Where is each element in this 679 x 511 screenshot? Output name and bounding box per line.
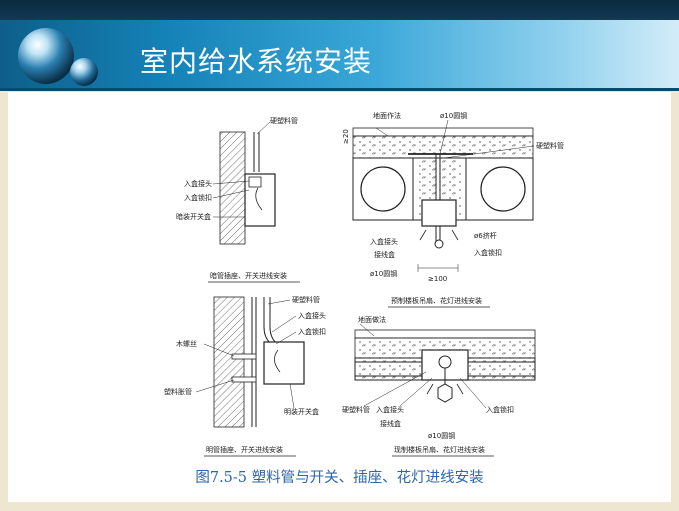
hook-ring <box>434 239 444 249</box>
plastic-plug-shape <box>231 376 257 383</box>
figure-caption: 图7.5-5 塑料管与开关、插座、花灯进线安装 <box>195 470 484 486</box>
caption-top-right: 预制楼板吊扇、花灯进线安装 <box>391 296 482 305</box>
label-steel-bar-2: ø10圆钢 <box>370 269 397 278</box>
floor-layer-br <box>354 329 536 339</box>
hook-shape-br <box>437 383 453 403</box>
top-bar <box>0 0 679 20</box>
label-floor-method-br: 地面做法 <box>358 315 386 324</box>
panel-bottom-right: 地面做法 硬塑料管 入盒接头 入盒锁扣 接线盒 ø10圆钢 现制楼板吊扇、花灯进… <box>342 315 536 457</box>
box-joint-shape <box>248 176 262 188</box>
slide-title: 室内给水系统安装 <box>140 45 373 78</box>
header-banner <box>0 20 679 88</box>
label-plastic-plug: 塑料胀管 <box>164 387 192 396</box>
label-lock-nut-br: 入盒锁扣 <box>486 405 514 414</box>
label-wood-screw: 木螺丝 <box>176 339 197 348</box>
wall-section-bl <box>213 296 245 428</box>
label-steel-bar-br: ø10圆钢 <box>428 431 455 440</box>
label-junction-box: 接线盒 <box>374 250 395 259</box>
header-divider <box>0 88 679 91</box>
label-box-joint-tr: 入盒接头 <box>370 237 398 246</box>
wire-curve <box>255 187 263 211</box>
label-dim-100: ≥100 <box>428 275 447 283</box>
label-box-joint: 入盒接头 <box>184 179 212 188</box>
label-switch-box: 暗装开关盒 <box>176 212 211 221</box>
label-surface-box: 明装开关盒 <box>284 407 319 416</box>
caption-bottom-left: 明管插座、开关进线安装 <box>206 445 283 454</box>
wall-section <box>219 131 246 245</box>
slab-hollow-right <box>480 166 526 212</box>
label-pipe-bl: 硬塑料管 <box>292 295 320 304</box>
label-lock-nut: 入盒锁扣 <box>184 193 212 202</box>
label-junction-box-br: 接线盒 <box>380 419 401 428</box>
label-box-joint-br: 入盒接头 <box>376 405 404 414</box>
label-pipe-br: 硬塑料管 <box>342 405 370 414</box>
decorative-spheres-icon <box>12 24 112 90</box>
label-steel-bar: ø10圆钢 <box>440 111 467 120</box>
surface-box-shape <box>263 341 305 385</box>
label-pipe: 硬塑料管 <box>270 116 298 125</box>
slab-hollow-left <box>360 166 406 212</box>
junction-box-shape <box>421 199 457 227</box>
installation-diagram: 硬塑料管 入盒接头 入盒锁扣 暗装开关盒 暗管插座、开关进线安装 <box>164 111 564 457</box>
label-rod: ø6挤杆 <box>474 231 497 240</box>
floor-layer <box>352 127 534 137</box>
caption-bottom-right: 现制楼板吊扇、花灯进线安装 <box>394 445 485 454</box>
wood-screw-shape <box>231 353 257 360</box>
caption-top-left: 暗管插座、开关进线安装 <box>210 271 287 280</box>
label-lock-nut-tr: 入盒锁扣 <box>474 248 502 257</box>
panel-top-left: 硬塑料管 入盒接头 入盒锁扣 暗装开关盒 暗管插座、开关进线安装 <box>176 116 300 283</box>
content-area <box>8 92 671 502</box>
label-pipe-right: 硬塑料管 <box>536 141 564 150</box>
label-floor-method: 地面作法 <box>373 111 401 120</box>
label-dim-20: ≥20 <box>342 129 350 144</box>
panel-top-right: 地面作法 ø10圆钢 硬塑料管 ≥20 入盒接头 接线盒 ø6挤杆 入盒锁扣 ø… <box>342 111 564 308</box>
label-box-joint-bl: 入盒接头 <box>298 311 326 320</box>
panel-bottom-left: 硬塑料管 入盒接头 入盒锁扣 木螺丝 塑料胀管 明装开关盒 明管插座、开关进线安… <box>164 295 326 457</box>
label-lock-nut-bl: 入盒锁扣 <box>298 327 326 336</box>
